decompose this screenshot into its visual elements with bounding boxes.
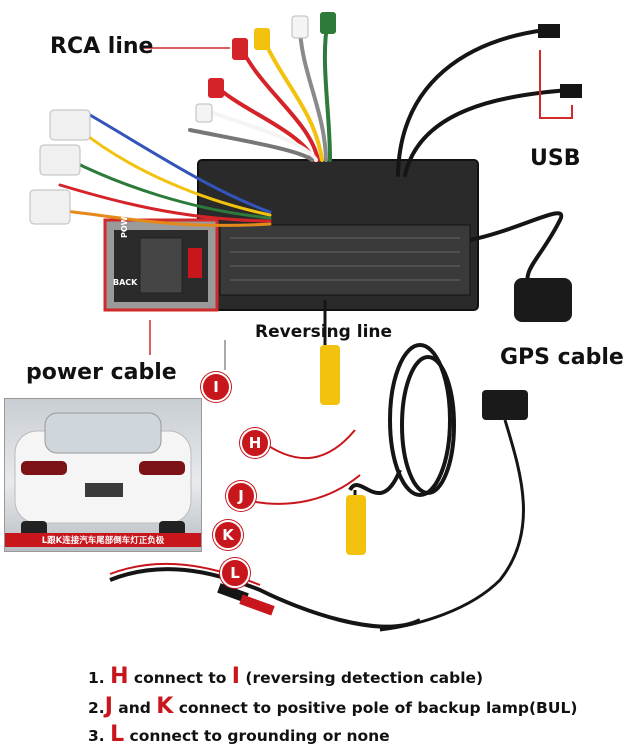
lower-rca-plug	[346, 495, 366, 555]
back-label: BACK	[113, 278, 138, 287]
power-connector-label: POWER	[120, 204, 129, 238]
badge-h: H	[240, 428, 270, 458]
car-rear-photo: L跟K连接汽车尾部倒车灯正负极	[4, 398, 202, 552]
usb-bracket	[539, 50, 573, 119]
h-wire	[259, 429, 356, 459]
instruction-3: 3. L connect to grounding or none	[88, 722, 390, 747]
instruction-2-key-j: J	[104, 694, 113, 719]
power-plugs	[29, 109, 91, 225]
kl-twisted-pair	[109, 567, 421, 629]
callout-lines	[140, 47, 230, 355]
badge-i: I	[201, 372, 231, 402]
lead-terminal-red	[239, 594, 275, 616]
reversing-rca-plug	[320, 345, 340, 405]
instruction-1-text: connect to	[128, 669, 232, 687]
rca-line-label: RCA line	[50, 34, 154, 59]
instruction-2-text: and	[112, 699, 157, 717]
instruction-1-key-h: H	[110, 664, 129, 689]
head-unit-connector-strip	[219, 224, 471, 296]
gps-antenna	[514, 278, 572, 322]
power-harness-wires	[53, 113, 272, 227]
usb-cables	[396, 28, 572, 177]
instruction-2: 2.J and K connect to positive pole of ba…	[88, 694, 577, 719]
j-wire	[244, 474, 361, 505]
camera-cable-coil	[348, 343, 456, 497]
lead-terminal-black	[217, 583, 249, 603]
reversing-line-label: Reversing line	[255, 322, 393, 342]
badge-k: K	[213, 520, 243, 550]
car-illustration	[14, 412, 192, 541]
badge-l: L	[220, 558, 250, 588]
instruction-2-rest: connect to positive pole of backup lamp(…	[173, 699, 578, 717]
connector-pins	[230, 237, 460, 281]
photo-caption: L跟K连接汽车尾部倒车灯正负极	[5, 533, 201, 547]
power-cable-label: power cable	[26, 360, 177, 385]
usb-plug-2	[560, 84, 582, 98]
rear-camera	[482, 390, 528, 420]
instruction-3-number: 3.	[88, 727, 105, 745]
usb-label: USB	[530, 146, 581, 171]
instruction-1-rest: (reversing detection cable)	[239, 669, 484, 687]
instruction-1: 1. H connect to I (reversing detection c…	[88, 664, 483, 689]
instruction-1-number: 1.	[88, 669, 105, 687]
badge-j: J	[226, 481, 256, 511]
instruction-2-key-k: K	[156, 694, 174, 719]
gps-cable-label: GPS cable	[500, 345, 624, 370]
instruction-2-number: 2.	[88, 699, 105, 717]
instruction-3-key-l: L	[110, 722, 125, 747]
rca-plugs	[195, 12, 336, 123]
usb-plug-1	[538, 24, 560, 38]
camera-wire	[379, 419, 525, 632]
gps-cable	[469, 211, 564, 291]
rca-wires	[188, 18, 332, 162]
instruction-1-key-i: I	[231, 664, 240, 689]
instruction-3-text: connect to grounding or none	[124, 727, 390, 745]
